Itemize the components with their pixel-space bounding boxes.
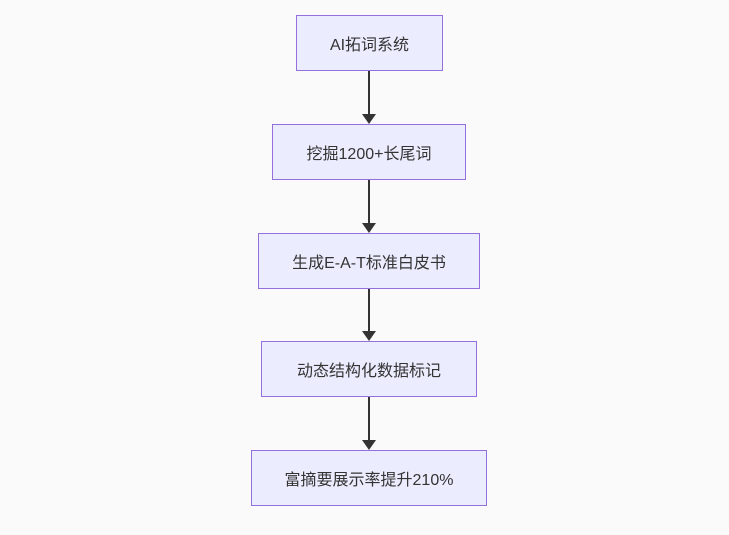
flow-node-structured-data-markup: 动态结构化数据标记 (261, 341, 477, 397)
flow-node-label: 动态结构化数据标记 (296, 363, 441, 380)
flow-node-rich-snippet-result: 富摘要展示率提升210% (251, 450, 487, 506)
flow-edge-2-3 (355, 180, 383, 233)
flow-edge-4-5 (355, 397, 383, 450)
flow-edge-3-4 (355, 289, 383, 341)
flow-node-label: 生成E-A-T标准白皮书 (292, 255, 446, 272)
edge-line (368, 397, 370, 440)
arrow-down-icon (362, 223, 376, 233)
flow-node-label: 富摘要展示率提升210% (284, 472, 454, 489)
arrow-down-icon (362, 331, 376, 341)
flow-node-ai-keyword-system: AI拓词系统 (296, 15, 443, 71)
flow-node-label: 挖掘1200+长尾词 (306, 146, 432, 163)
edge-line (368, 180, 370, 223)
flow-node-eat-whitepaper: 生成E-A-T标准白皮书 (258, 233, 480, 289)
arrow-down-icon (362, 440, 376, 450)
edge-line (368, 289, 370, 331)
flow-node-label: AI拓词系统 (329, 37, 410, 54)
flow-node-longtail-mining: 挖掘1200+长尾词 (272, 124, 466, 180)
arrow-down-icon (362, 114, 376, 124)
edge-line (368, 71, 370, 114)
flow-edge-1-2 (355, 71, 383, 124)
